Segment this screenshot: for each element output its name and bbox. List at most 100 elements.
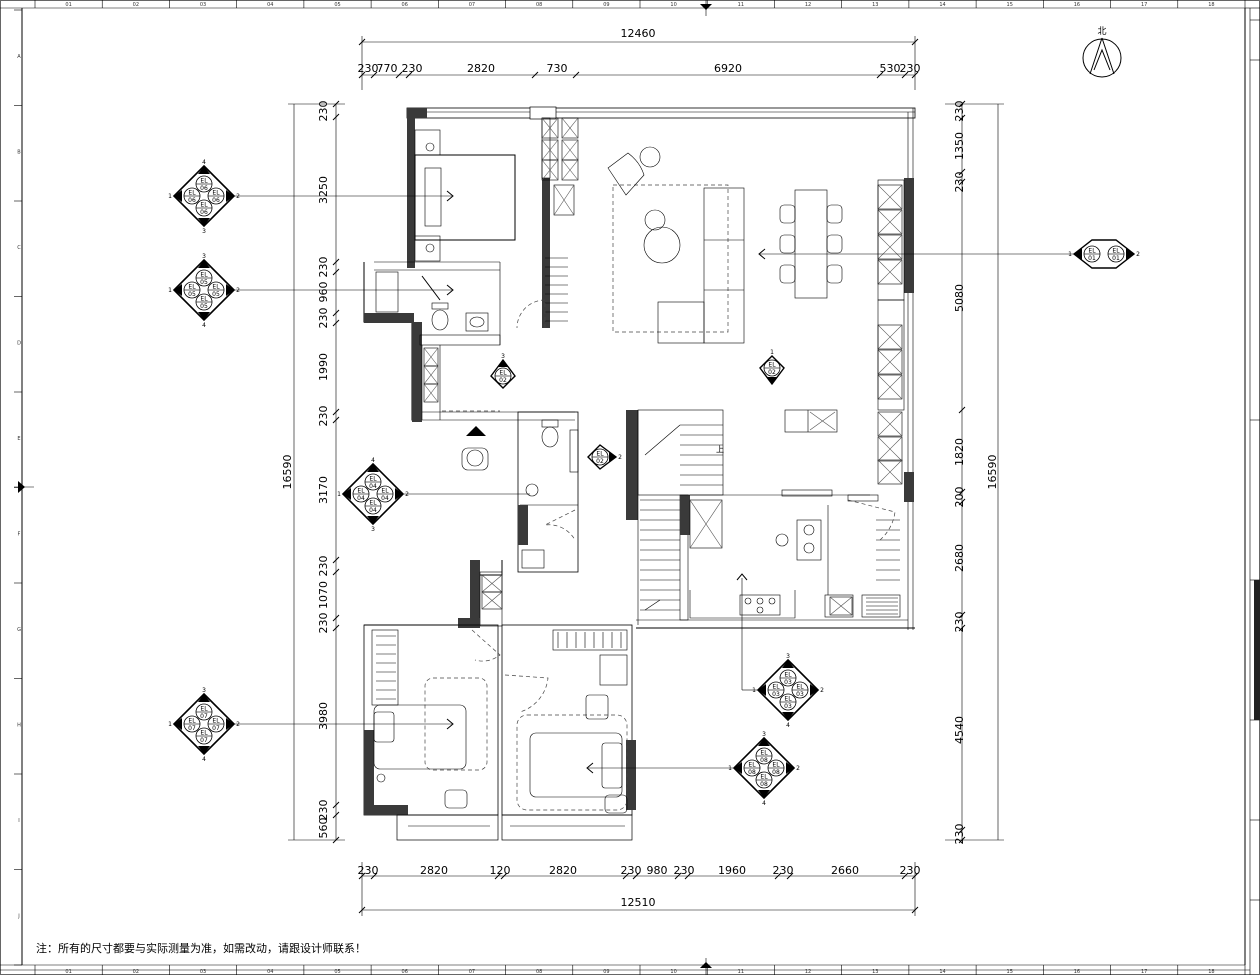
svg-text:06: 06 (200, 209, 208, 216)
north-label: 北 (1097, 26, 1106, 37)
ruler-bottom-label: 01 (65, 969, 71, 975)
svg-text:3: 3 (202, 687, 206, 694)
dim-bottom-segment: 230 (900, 864, 921, 877)
ruler-top-label: 15 (1007, 2, 1013, 8)
svg-text:EL: EL (212, 190, 220, 197)
ruler-left-label: G (17, 627, 21, 633)
dim-right-segment: 1820 (953, 438, 966, 466)
svg-text:EL: EL (188, 284, 196, 291)
svg-text:07: 07 (212, 725, 220, 732)
dim-top-segment: 6920 (714, 62, 742, 75)
dim-top-segment: 230 (358, 62, 379, 75)
ruler-left-label: A (17, 54, 21, 60)
svg-text:05: 05 (212, 291, 220, 298)
svg-text:EL: EL (768, 362, 776, 369)
svg-text:01: 01 (1088, 255, 1096, 262)
ruler-left-label: F (18, 531, 21, 537)
ruler-bottom-label: 10 (670, 969, 676, 975)
ruler-left-label: D (17, 340, 21, 346)
svg-text:4: 4 (786, 722, 790, 729)
svg-text:3: 3 (786, 653, 790, 660)
stair-label: 上 (716, 445, 724, 454)
svg-text:EL: EL (200, 730, 208, 737)
svg-text:EL: EL (212, 284, 220, 291)
dim-right-segment: 230 (953, 101, 966, 122)
dim-left-segment: 1070 (317, 581, 330, 609)
svg-text:3: 3 (762, 731, 766, 738)
dim-right-segment: 1350 (953, 132, 966, 160)
svg-text:06: 06 (212, 197, 220, 204)
svg-text:1: 1 (168, 721, 172, 728)
svg-text:EL: EL (381, 488, 389, 495)
dim-bottom-segment: 2820 (420, 864, 448, 877)
dim-right-segment: 230 (953, 612, 966, 633)
ruler-top-label: 07 (469, 2, 475, 8)
svg-text:EL: EL (200, 706, 208, 713)
center-marker-left (14, 481, 34, 493)
svg-text:2: 2 (796, 765, 800, 772)
dim-left-segment: 230 (317, 257, 330, 278)
svg-text:4: 4 (371, 457, 375, 464)
ruler-top-label: 08 (536, 2, 542, 8)
dim-left-total: 16590 (281, 455, 294, 490)
ruler-top-label: 10 (670, 2, 676, 8)
dim-left-segment: 1990 (317, 353, 330, 381)
ruler-top-label: 05 (334, 2, 340, 8)
svg-text:EL: EL (784, 672, 792, 679)
dim-left-segment: 230 (317, 556, 330, 577)
svg-text:3: 3 (501, 353, 505, 360)
svg-text:EL: EL (772, 762, 780, 769)
ruler-top-label: 01 (65, 2, 71, 8)
dim-bottom-total: 12510 (621, 896, 656, 909)
ruler-top-label: 14 (939, 2, 945, 8)
dim-bottom-segment: 230 (621, 864, 642, 877)
dim-bottom-segment: 1960 (718, 864, 746, 877)
svg-text:4: 4 (202, 322, 206, 329)
svg-text:EL: EL (200, 272, 208, 279)
dim-left-segment: 230 (317, 308, 330, 329)
dim-left-segment: 560 (317, 818, 330, 839)
ruler-top-label: 02 (133, 2, 139, 8)
dim-top-segment: 530 (880, 62, 901, 75)
ruler-top-label: 12 (805, 2, 811, 8)
dim-right-total: 16590 (986, 455, 999, 490)
svg-text:4: 4 (202, 756, 206, 763)
elevation-leaders (233, 190, 1075, 774)
svg-text:05: 05 (188, 291, 196, 298)
dim-right-segment: 200 (953, 487, 966, 508)
svg-text:02: 02 (596, 458, 604, 465)
svg-text:04: 04 (357, 495, 365, 502)
svg-text:1: 1 (337, 491, 341, 498)
svg-text:08: 08 (772, 769, 780, 776)
svg-text:EL: EL (200, 296, 208, 303)
ruler-bottom-label: 16 (1074, 969, 1080, 975)
ruler-bottom-label: 06 (402, 969, 408, 975)
svg-text:EL: EL (760, 774, 768, 781)
svg-text:05: 05 (200, 279, 208, 286)
ruler-top-label: 04 (267, 2, 273, 8)
dim-top-segment: 2820 (467, 62, 495, 75)
svg-text:EL: EL (760, 750, 768, 757)
svg-text:03: 03 (772, 691, 780, 698)
svg-text:3: 3 (202, 253, 206, 260)
dimension-ticks (332, 38, 966, 914)
walls (363, 106, 916, 841)
dim-top-segment: 730 (547, 62, 568, 75)
svg-text:EL: EL (369, 500, 377, 507)
ruler-bottom-label: 09 (603, 969, 609, 975)
svg-text:EL: EL (200, 202, 208, 209)
svg-text:04: 04 (369, 507, 377, 514)
svg-text:EL: EL (772, 684, 780, 691)
svg-text:1: 1 (728, 765, 732, 772)
svg-text:2: 2 (236, 287, 240, 294)
dim-right-segment: 230 (953, 824, 966, 845)
dim-top-segment: 230 (900, 62, 921, 75)
svg-text:EL: EL (748, 762, 756, 769)
ruler-top-label: 13 (872, 2, 878, 8)
svg-text:1: 1 (168, 193, 172, 200)
